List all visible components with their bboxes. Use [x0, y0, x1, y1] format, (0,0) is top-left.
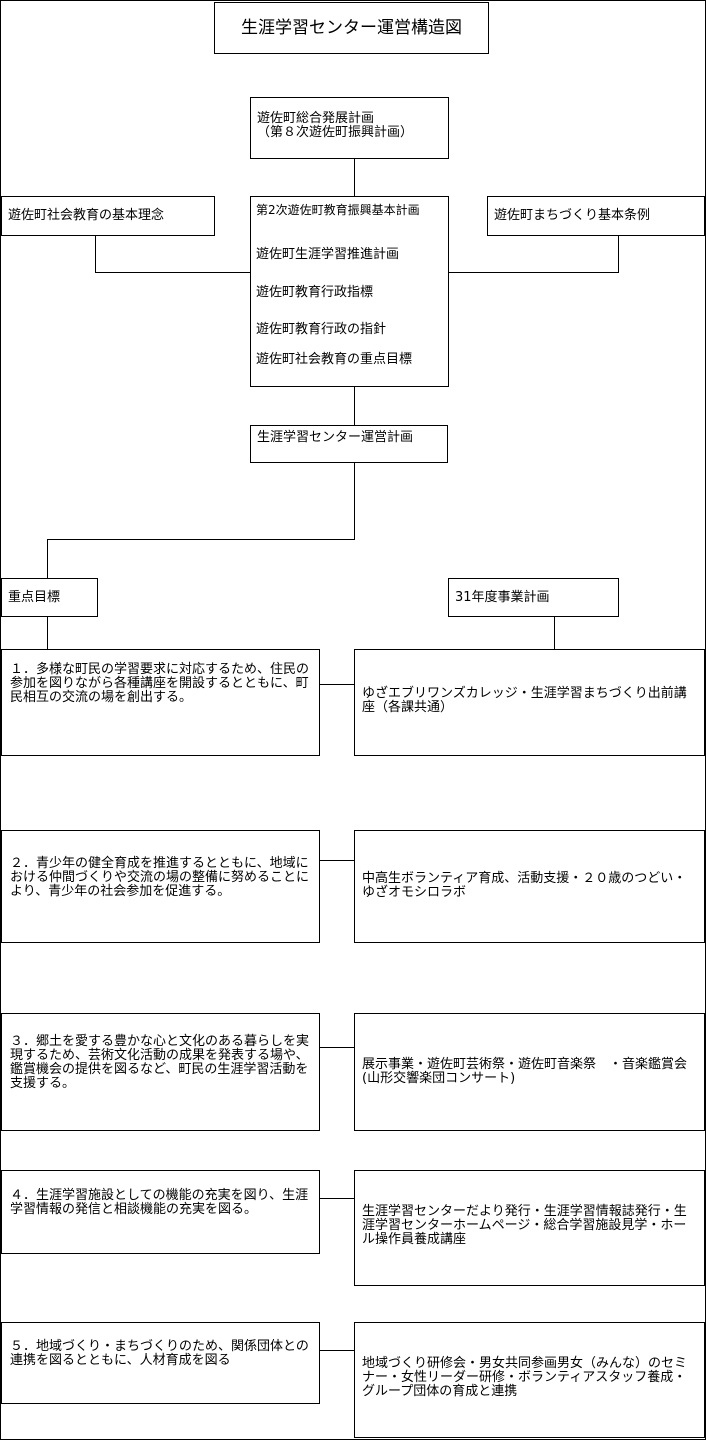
connector — [47, 539, 355, 540]
project-box: ゆざエブリワンズカレッジ・生涯学習まちづくり出前講座（各課共通） — [354, 649, 705, 756]
education-plan-item: 第2次遊佐町教育振興基本計画 — [256, 203, 420, 217]
community-ordinance-box: 遊佐町まちづくり基本条例 — [487, 196, 705, 236]
connector — [95, 235, 96, 272]
connector — [95, 272, 251, 273]
project-box: 展示事業・遊佐町芸術祭・遊佐町音楽祭 ・音楽鑑賞会(山形交響楽団コンサート) — [354, 1013, 705, 1131]
education-plan-item: 遊佐町教育行政の指針 — [256, 322, 387, 337]
project-box: 地域づくり研修会・男女共同参画男女（みんな）のセミナー・女性リーダー研修・ボラン… — [354, 1322, 705, 1438]
education-plans-box: 第2次遊佐町教育振興基本計画 遊佐町生涯学習推進計画 遊佐町教育行政指標 遊佐町… — [250, 196, 449, 387]
connector — [319, 684, 355, 685]
connector — [354, 386, 355, 426]
connector — [618, 235, 619, 272]
general-plan-sublabel: （第８次遊佐町振興計画） — [257, 125, 414, 140]
project-text: 生涯学習センターだより発行・生涯学習情報誌発行・生涯学習センターホームページ・総… — [362, 1204, 687, 1247]
goal-text: １．多様な町民の学習要求に対応するため、住民の参加を図りながら各種講座を開設する… — [10, 662, 310, 705]
connector — [47, 539, 48, 579]
project-box: 生涯学習センターだより発行・生涯学習情報誌発行・生涯学習センターホームページ・総… — [354, 1170, 705, 1286]
center-plan-box: 生涯学習センター運営計画 — [250, 425, 448, 463]
basic-philosophy-box: 遊佐町社会教育の基本理念 — [1, 196, 215, 236]
goal-box: ２．青少年の健全育成を推進するとともに、地域における仲間づくりや交流の場の整備に… — [1, 830, 320, 943]
goal-box: １．多様な町民の学習要求に対応するため、住民の参加を図りながら各種講座を開設する… — [1, 649, 320, 756]
general-plan-label: 遊佐町総合発展計画 — [257, 111, 375, 126]
project-plan-label: 31年度事業計画 — [448, 578, 619, 617]
project-text: 展示事業・遊佐町芸術祭・遊佐町音楽祭 ・音楽鑑賞会(山形交響楽団コンサート) — [362, 1057, 688, 1086]
goal-box: ４．生涯学習施設としての機能の充実を図り、生涯学習情報の発信と相談機能の充実を図… — [1, 1170, 320, 1254]
education-plan-item: 遊佐町社会教育の重点目標 — [256, 352, 413, 367]
connector — [448, 272, 619, 273]
connector — [554, 616, 555, 650]
connector — [354, 158, 355, 196]
project-text: 中高生ボランティア育成、活動支援・２０歳のつどい・ゆざオモシロラボ — [362, 871, 687, 900]
education-plan-item: 遊佐町生涯学習推進計画 — [256, 247, 400, 262]
general-plan-box: 遊佐町総合発展計画 （第８次遊佐町振興計画） — [250, 97, 449, 159]
connector — [354, 462, 355, 539]
connector — [319, 1047, 355, 1048]
goal-text: ３．郷土を愛する豊かな心と文化のある暮らしを実現するため、芸術文化活動の成果を発… — [10, 1034, 310, 1091]
project-box: 中高生ボランティア育成、活動支援・２０歳のつどい・ゆざオモシロラボ — [354, 830, 705, 943]
project-text: 地域づくり研修会・男女共同参画男女（みんな）のセミナー・女性リーダー研修・ボラン… — [362, 1356, 688, 1399]
education-plan-item: 遊佐町教育行政指標 — [256, 285, 374, 300]
goal-text: ４．生涯学習施設としての機能の充実を図り、生涯学習情報の発信と相談機能の充実を図… — [10, 1188, 309, 1217]
page-title: 生涯学習センター運営構造図 — [214, 2, 489, 54]
goal-box: ３．郷土を愛する豊かな心と文化のある暮らしを実現するため、芸術文化活動の成果を発… — [1, 1013, 320, 1131]
connector — [47, 616, 48, 650]
connector — [319, 1198, 355, 1199]
goal-text: ２．青少年の健全育成を推進するとともに、地域における仲間づくりや交流の場の整備に… — [10, 856, 310, 899]
key-goals-label: 重点目標 — [1, 578, 98, 617]
goal-box: ５．地域づくり・まちづくりのため、関係団体との連携を図るとともに、人材育成を図る — [1, 1322, 320, 1404]
connector — [319, 860, 355, 861]
goal-text: ５．地域づくり・まちづくりのため、関係団体との連携を図るとともに、人材育成を図る — [10, 1339, 309, 1368]
project-text: ゆざエブリワンズカレッジ・生涯学習まちづくり出前講座（各課共通） — [362, 686, 687, 715]
connector — [319, 1350, 355, 1351]
